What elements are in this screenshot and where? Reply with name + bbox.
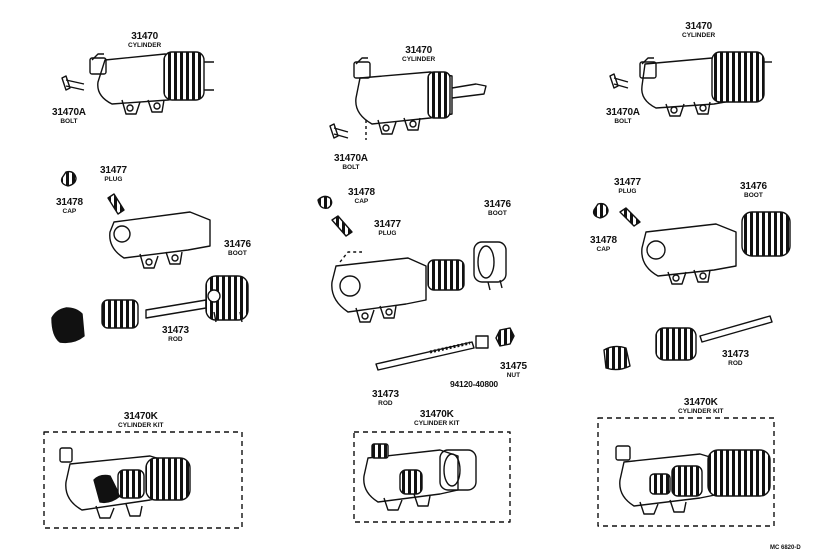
part-number: 31473 [372,389,399,400]
kit-a-icon [59,447,191,519]
cylinder-b-icon [329,57,487,140]
part-number: 31477 [374,219,401,230]
exploded-b-icon [317,195,515,371]
exploded-a-icon [51,170,249,344]
part-number: 31470 [405,45,433,56]
part-name: BOLT [614,118,632,125]
part-number: 31478 [590,235,617,246]
part-number: 31477 [100,165,127,176]
label-b-nut-part: 94120-40800 [450,380,498,389]
part-number: 31473 [722,349,749,360]
part-number: 31470A [334,153,368,164]
part-number: 31470K [419,409,454,420]
part-name: PLUG [378,230,397,237]
kit-a-box [43,431,243,529]
cylinder-c-icon [609,51,772,117]
part-number: 94120-40800 [450,379,498,389]
exploded-c-icon [592,202,791,371]
part-name: CYLINDER KIT [678,408,724,415]
part-name: CYLINDER KIT [414,420,460,427]
part-name: CAP [354,198,369,205]
kit-b-box [353,431,511,523]
part-number: 31475 [500,361,527,372]
part-number: 31478 [56,197,83,208]
part-name: CYLINDER [402,56,436,63]
part-number: 31478 [348,187,375,198]
part-name: BOOT [228,250,247,257]
cylinder-a-icon [61,51,214,115]
part-name: CYLINDER [682,32,716,39]
part-number: 31476 [224,239,251,250]
part-number: 31476 [740,181,767,192]
part-name: CAP [62,208,77,215]
part-name: PLUG [618,188,637,195]
part-number: 31470 [131,31,159,42]
part-name: NUT [506,372,521,379]
part-name: PLUG [104,176,123,183]
part-number: 31477 [614,177,641,188]
kit-b-icon [363,443,477,511]
part-name: ROD [168,336,183,343]
part-number: 31473 [162,325,189,336]
part-name: CAP [596,246,611,253]
part-name: BOOT [744,192,763,199]
part-number: 31470K [123,411,158,422]
part-number: 31470 [685,21,713,32]
part-name: ROD [378,400,393,407]
diagram-code: MC 6820-D [770,545,801,551]
part-name: CYLINDER [128,42,162,49]
kit-c-box [597,417,775,527]
part-name: BOOT [488,210,507,217]
part-name: CYLINDER KIT [118,422,164,429]
part-number: 31476 [484,199,511,210]
part-number: 31470A [606,107,640,118]
part-number: 31470A [52,107,86,118]
part-name: BOLT [342,164,360,171]
part-name: ROD [728,360,743,367]
part-number: 31470K [683,397,718,408]
kit-c-icon [615,445,771,515]
part-name: BOLT [60,118,78,125]
